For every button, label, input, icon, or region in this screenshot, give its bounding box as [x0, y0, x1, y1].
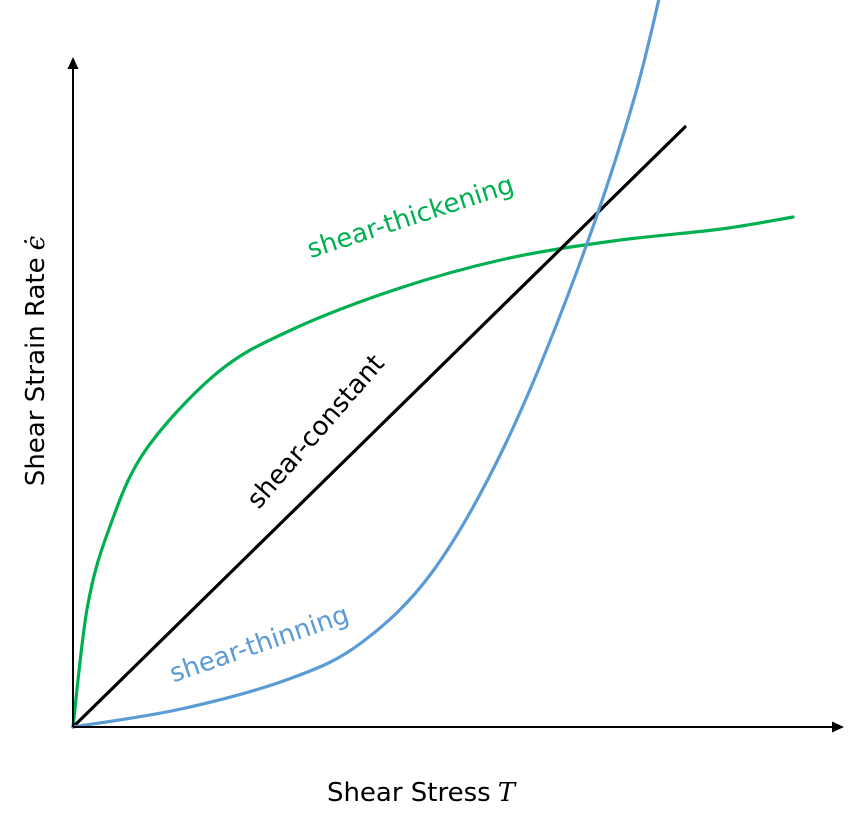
y-axis-symbol: ϵ̇: [21, 235, 51, 250]
x-axis-label: Shear Stress: [327, 778, 491, 808]
series-line-shear-thinning: [71, 0, 661, 729]
y-axis-title: Shear Strain Rate ϵ̇: [21, 235, 51, 486]
curves-group: [71, 0, 795, 729]
y-axis-arrowhead: [67, 57, 79, 69]
series-line-shear-thickening: [71, 215, 795, 729]
series-line-shear-constant: [71, 125, 687, 729]
y-axis-label: Shear Strain Rate: [21, 257, 51, 486]
x-axis-symbol: T: [498, 778, 517, 808]
series-label-shear-thickening: shear-thickening: [303, 170, 517, 265]
x-axis-arrowhead: [832, 721, 844, 733]
series-label-shear-thinning: shear-thinning: [166, 600, 353, 689]
